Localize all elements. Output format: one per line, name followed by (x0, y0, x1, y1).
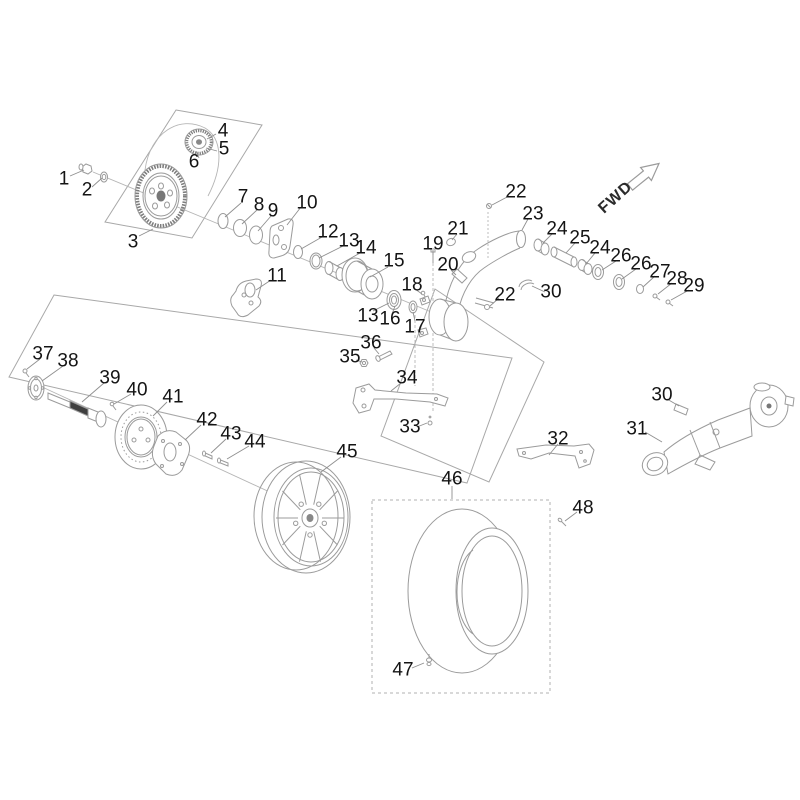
tire-drawing (407, 508, 567, 674)
bolt-1 (81, 163, 93, 175)
final-drive-drawing (641, 382, 795, 476)
bolt-33 (427, 420, 433, 426)
bolt-40 (109, 401, 115, 407)
washer-12 (293, 245, 303, 259)
pulley-outer (134, 163, 188, 229)
swingarm-group-boundary (380, 288, 545, 483)
leader-lines (26, 133, 690, 669)
swingarm-pivot-tube (516, 230, 526, 248)
upper-axle-parts-drawing (217, 213, 428, 318)
tire-bead-outer (455, 527, 529, 655)
tire-inner-wall (456, 549, 474, 635)
pin-20 (451, 268, 468, 284)
tire-bead-inner (461, 535, 523, 647)
pulley-teeth (135, 164, 187, 228)
bracket-32 (516, 443, 595, 469)
brackets-drawing (352, 350, 595, 469)
fwd-arrow-icon (626, 162, 661, 191)
axle-39-spline (69, 400, 89, 417)
pivot-parts-drawing (533, 238, 674, 307)
boundary-outlines (8, 109, 551, 694)
wheel-drawing (253, 460, 351, 574)
axle-group-boundary (8, 294, 513, 484)
fwd-arrow (626, 162, 661, 191)
cap-21 (446, 237, 456, 247)
oring-9 (249, 225, 263, 245)
bracket-11 (230, 278, 262, 318)
bracket-10 (268, 218, 294, 259)
drive-pulley-drawing (134, 128, 214, 229)
washer-27 (636, 284, 644, 294)
fork-eye (461, 251, 477, 263)
gear-teeth (184, 128, 214, 156)
swingarm-drawing (417, 203, 535, 342)
oring-7 (217, 213, 229, 229)
swingarm-23-outer (445, 230, 520, 301)
axis-lines (39, 123, 489, 507)
bolt-37 (22, 368, 28, 374)
belt-guide-arc (144, 123, 220, 197)
gear-outer (184, 128, 214, 156)
bracket-34 (352, 383, 449, 414)
bolt-22-side (484, 304, 490, 310)
swingarm-31-body (663, 407, 753, 475)
oring-8 (233, 219, 247, 237)
nut-35 (359, 359, 369, 367)
valve-47 (426, 657, 432, 663)
bolt-and-washer-drawing (78, 163, 108, 183)
pin-30b (673, 403, 689, 416)
clip-30 (518, 279, 533, 288)
pulley-group-boundary (104, 109, 263, 239)
rear-axle-drawing (22, 368, 229, 476)
pulley-hub (156, 190, 166, 202)
swingarm-31-tube (641, 452, 669, 476)
